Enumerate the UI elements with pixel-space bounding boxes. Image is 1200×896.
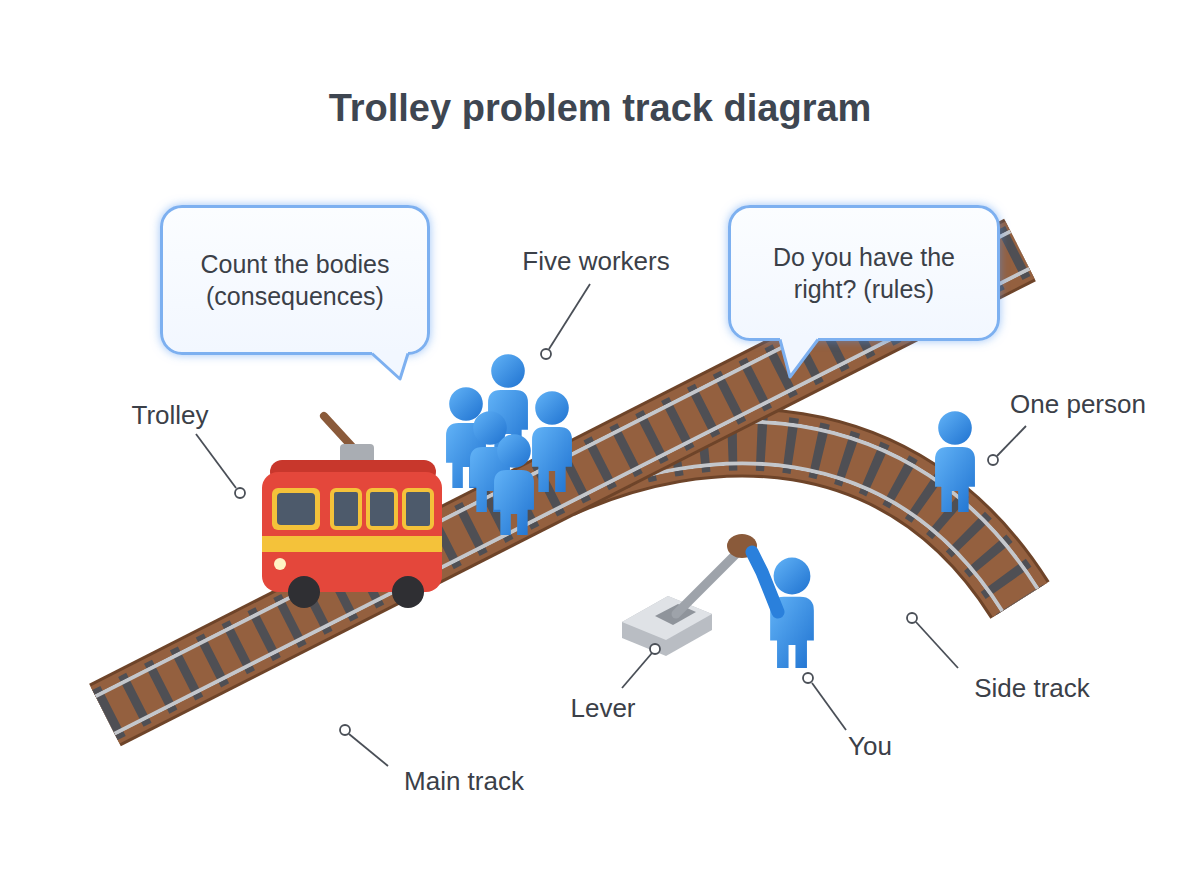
worker-figure [532,391,572,492]
speech-bubble: Do you have the right? (rules) [728,205,1000,341]
bubble-text: Count the bodies (consequences) [181,248,409,313]
part-label: Trolley [131,400,208,431]
leader-dot [340,725,350,735]
trolley-wheel [288,576,320,608]
part-label: You [848,731,892,762]
leader-dot [650,644,660,654]
trolley-window [368,490,396,528]
lever [622,534,757,656]
lever-base-top [622,596,712,640]
bubble-tail-fill [372,351,408,379]
worker-figure [494,434,534,535]
part-label: Side track [974,673,1090,704]
leader-line [812,683,846,730]
trolley-window [277,493,315,525]
leader-dot [988,455,998,465]
lever-handle [676,552,738,614]
you-figure [752,552,814,668]
bubble-text: Do you have the right? (rules) [749,241,979,306]
leader-lines [196,284,1026,766]
leader-line [349,734,388,766]
leader-dot [803,673,813,683]
bubble-tail-outline [372,354,408,380]
trolley-wheel [392,576,424,608]
trolley-window [332,490,360,528]
lever-base [622,596,712,656]
trolley-stripe [262,536,442,552]
five-workers [446,354,572,535]
part-label: Lever [570,693,635,724]
you-arm [752,552,778,612]
speech-bubble: Count the bodies (consequences) [160,205,430,355]
leader-line [622,653,652,688]
leader-dot [235,488,245,498]
part-label: One person [1010,389,1146,420]
leader-line [196,434,236,488]
diagram-title: Trolley problem track diagram [329,87,872,130]
trolley-window-frame [272,488,320,530]
bubble-tail-fill [780,337,818,377]
bubble-tail-outline [780,340,818,378]
trolley-body [262,472,442,592]
part-label: Main track [404,766,524,797]
leader-dot [907,613,917,623]
trolley-window [404,490,432,528]
one-person-figure [935,411,975,512]
part-label: Five workers [522,246,669,277]
leader-dot [541,349,551,359]
leader-line [997,426,1026,456]
leader-line [916,622,958,668]
leader-line [549,284,590,349]
trolley-light [274,558,286,570]
trolley-car [262,416,442,608]
